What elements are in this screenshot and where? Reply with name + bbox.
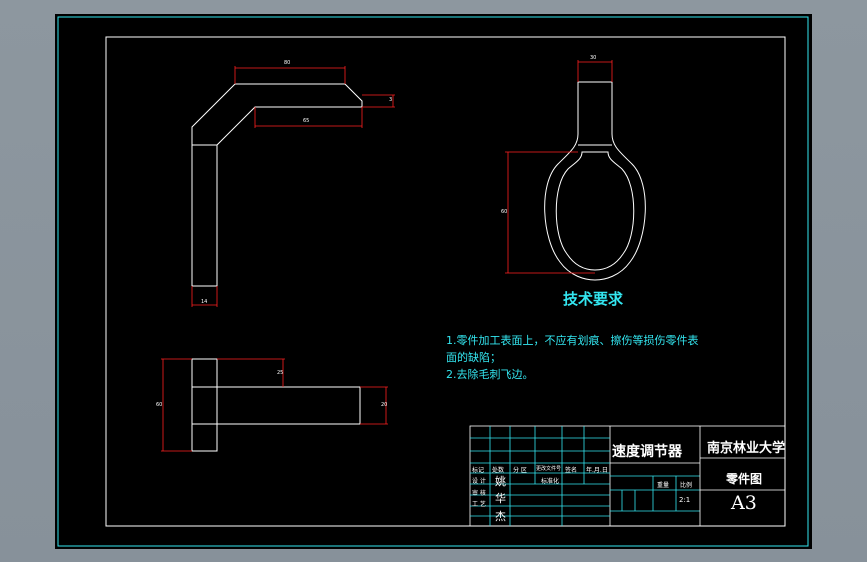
sheet-size: A3 <box>731 492 757 514</box>
hdr-biaoji: 标记 <box>472 467 485 474</box>
dims-top-view <box>505 60 613 274</box>
dims-front-view <box>161 358 388 452</box>
dim-right-top-width: 30 <box>590 55 597 61</box>
drawing-sheet: 80 65 3 14 30 60 60 25 20 技术要求 1.零件加工表面上… <box>55 14 812 549</box>
tech-requirement-1: 1.零件加工表面上，不应有划痕、擦伤等损伤零件表 <box>446 334 699 347</box>
school-name: 南京林业大学 <box>707 441 786 456</box>
hdr-qianming: 签名 <box>565 467 578 474</box>
dim-thickness: 3 <box>389 97 393 103</box>
standardize-label: 标准化 <box>541 478 560 485</box>
title-block-grid <box>469 425 786 527</box>
weight-header: 重量 <box>657 482 670 489</box>
row-gongyi: 工 艺 <box>472 501 486 508</box>
scale-value: 2:1 <box>679 496 691 504</box>
cad-drawing <box>57 16 809 547</box>
hdr-fenqu: 分 区 <box>513 467 527 474</box>
dim-front-right: 20 <box>381 402 388 408</box>
hdr-date: 年.月.日 <box>586 467 608 474</box>
hdr-chushu: 处数 <box>492 467 505 474</box>
hdr-gengwenjian: 更改文件号 <box>536 466 562 472</box>
row-sheji: 设 计 <box>472 478 486 485</box>
part-side-view <box>191 83 363 287</box>
dim-front-step: 25 <box>277 370 284 376</box>
drawing-type: 零件图 <box>726 472 763 486</box>
drawing-frame <box>105 36 786 527</box>
tech-requirement-1-cont: 面的缺陷； <box>446 351 501 364</box>
row-shenhe: 审 核 <box>472 490 486 497</box>
tech-requirements-title: 技术要求 <box>563 290 624 308</box>
dim-bottom-width: 14 <box>201 299 208 305</box>
dim-right-height: 60 <box>501 209 508 215</box>
designer-char-2: 华 <box>495 492 506 505</box>
tech-requirement-2: 2.去除毛刺飞边。 <box>446 368 534 381</box>
dim-inner-length: 65 <box>303 118 310 124</box>
designer-char-3: 杰 <box>495 510 506 523</box>
part-front-view <box>191 358 361 452</box>
part-name: 速度调节器 <box>612 444 682 460</box>
dim-front-height: 60 <box>156 402 163 408</box>
dim-top-length: 80 <box>284 60 291 66</box>
designer-char-1: 姚 <box>495 475 506 488</box>
dims-side-view <box>191 66 395 307</box>
sheet-border <box>57 16 809 547</box>
scale-header: 比例 <box>680 482 693 489</box>
part-top-view <box>544 81 646 281</box>
